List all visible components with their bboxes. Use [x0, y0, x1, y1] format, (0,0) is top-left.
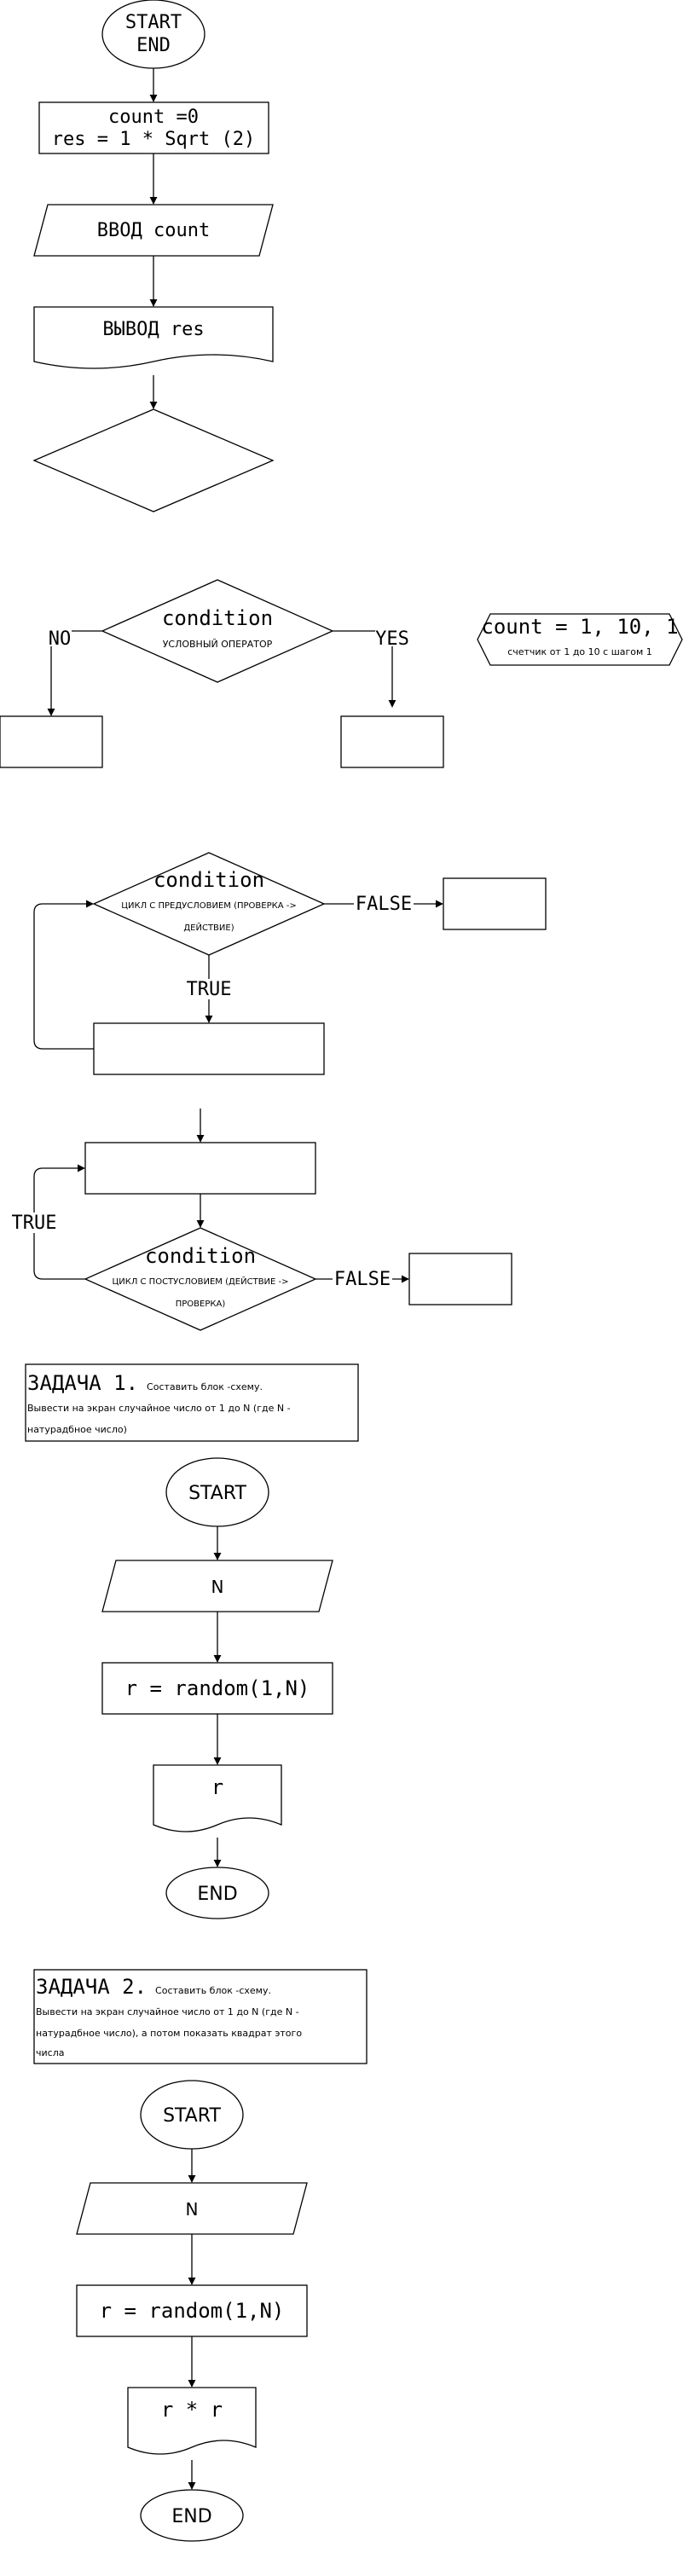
- dowhile-true-label: TRUE: [12, 1213, 57, 1234]
- dowhile-subtitle-line2: ПРОВЕРКА): [176, 1300, 226, 1309]
- task2-line4: числа: [36, 2047, 64, 2058]
- edge-while-loop-back: [33, 900, 94, 1050]
- task1-title: ЗАДАЧА 1.Составить блок -схему.: [27, 1371, 263, 1395]
- while-condition-label: condition: [153, 868, 264, 892]
- task2-start-label: START: [163, 2105, 221, 2127]
- input-count-label: ВВОД count: [97, 220, 210, 241]
- while-subtitle-line1: ЦИКЛ С ПРЕДУСЛОВИЕМ (ПРОВЕРКА ->: [121, 901, 296, 911]
- dowhile-subtitle-line1: ЦИКЛ С ПОСТУСЛОВИЕМ (ДЕЙСТВИЕ ->: [112, 1276, 288, 1287]
- task1-line3: натурадбное число): [27, 1424, 127, 1435]
- dowhile-true-bg: [5, 1213, 63, 1233]
- task1-line2: Вывести на экран случайное число от 1 до…: [27, 1403, 291, 1414]
- task1-start-label: START: [188, 1483, 246, 1504]
- dowhile-decision: condition ЦИКЛ С ПОСТУСЛОВИЕМ (ДЕЙСТВИЕ …: [84, 1227, 317, 1331]
- output-res-label: ВЫВОД res: [102, 319, 204, 340]
- dowhile-false-box: [408, 1253, 512, 1305]
- if-no-label: NO: [49, 628, 72, 650]
- task2-process-block: r = random(1,N): [76, 2284, 308, 2337]
- init-process-block: count =0 res = 1 * Sqrt (2): [38, 101, 269, 154]
- task2-input-label: N: [186, 2199, 199, 2220]
- if-subtitle: УСЛОВНЫЙ ОПЕРАТОР: [163, 639, 273, 650]
- task2-end-terminal: END: [140, 2489, 244, 2542]
- task2-output-label: r * r: [161, 2398, 223, 2422]
- if-yes-label: YES: [375, 628, 409, 650]
- dowhile-body-box: [84, 1142, 316, 1195]
- while-decision: condition ЦИКЛ С ПРЕДУСЛОВИЕМ (ПРОВЕРКА …: [92, 852, 326, 956]
- task2-input-block: N: [76, 2182, 308, 2235]
- init-line1: count =0: [108, 107, 199, 128]
- empty-decision-diamond: [32, 408, 275, 512]
- task1-end-label: END: [197, 1884, 237, 1905]
- task2-title: ЗАДАЧА 2.Составить блок -схему.: [36, 1975, 271, 1999]
- while-subtitle-line2: ДЕЙСТВИЕ): [183, 922, 234, 933]
- if-yes-branch-box: [340, 715, 444, 768]
- task1-description: ЗАДАЧА 1.Составить блок -схему. Вывести …: [25, 1363, 359, 1442]
- task2-line3: натурадбное число), а потом показать ква…: [36, 2028, 302, 2039]
- for-loop-label: count = 1, 10, 1: [481, 615, 678, 639]
- while-body-box: [93, 1022, 325, 1075]
- task2-start-terminal: START: [140, 2080, 244, 2150]
- task2-description: ЗАДАЧА 2.Составить блок -схему. Вывести …: [33, 1969, 368, 2064]
- input-count-block: ВВОД count: [33, 204, 274, 257]
- dowhile-false-label: FALSE: [334, 1269, 391, 1290]
- task2-end-label: END: [171, 2506, 211, 2527]
- task2-output-document: r * r: [127, 2387, 257, 2455]
- if-condition-label: condition: [162, 606, 273, 630]
- task2-process-label: r = random(1,N): [100, 2299, 285, 2323]
- while-true-bg: [181, 979, 237, 999]
- task1-output-document: r: [153, 1764, 282, 1832]
- for-loop-subtitle: счетчик от 1 до 10 с шагом 1: [507, 646, 652, 657]
- terminal-start-label: START: [125, 12, 182, 33]
- task2-line2: Вывести на экран случайное число от 1 до…: [36, 2006, 299, 2017]
- no-label-bg: [46, 628, 72, 646]
- if-decision: condition УСЛОВНЫЙ ОПЕРАТОР: [101, 579, 334, 683]
- yes-label-bg: [375, 628, 409, 646]
- task1-end-terminal: END: [165, 1867, 269, 1919]
- dowhile-condition-label: condition: [145, 1244, 256, 1268]
- task1-output-label: r: [211, 1775, 223, 1799]
- for-loop-hexagon: count = 1, 10, 1 счетчик от 1 до 10 с ша…: [477, 613, 683, 666]
- terminal-end-label: END: [136, 35, 171, 56]
- while-false-box: [443, 877, 547, 930]
- while-true-label: TRUE: [187, 979, 232, 1000]
- output-res-document: ВЫВОД res: [33, 306, 274, 369]
- while-false-label: FALSE: [356, 894, 412, 915]
- task1-process-block: r = random(1,N): [101, 1662, 333, 1715]
- while-false-bg: [354, 894, 414, 914]
- task1-input-label: N: [211, 1577, 224, 1597]
- if-no-branch-box: [0, 715, 103, 768]
- task1-start-terminal: START: [165, 1457, 269, 1527]
- task1-input-block: N: [101, 1560, 333, 1612]
- dowhile-false-bg: [333, 1269, 392, 1289]
- init-line2: res = 1 * Sqrt (2): [52, 129, 255, 150]
- start-end-terminal: START END: [101, 0, 205, 69]
- task1-process-label: r = random(1,N): [125, 1676, 310, 1700]
